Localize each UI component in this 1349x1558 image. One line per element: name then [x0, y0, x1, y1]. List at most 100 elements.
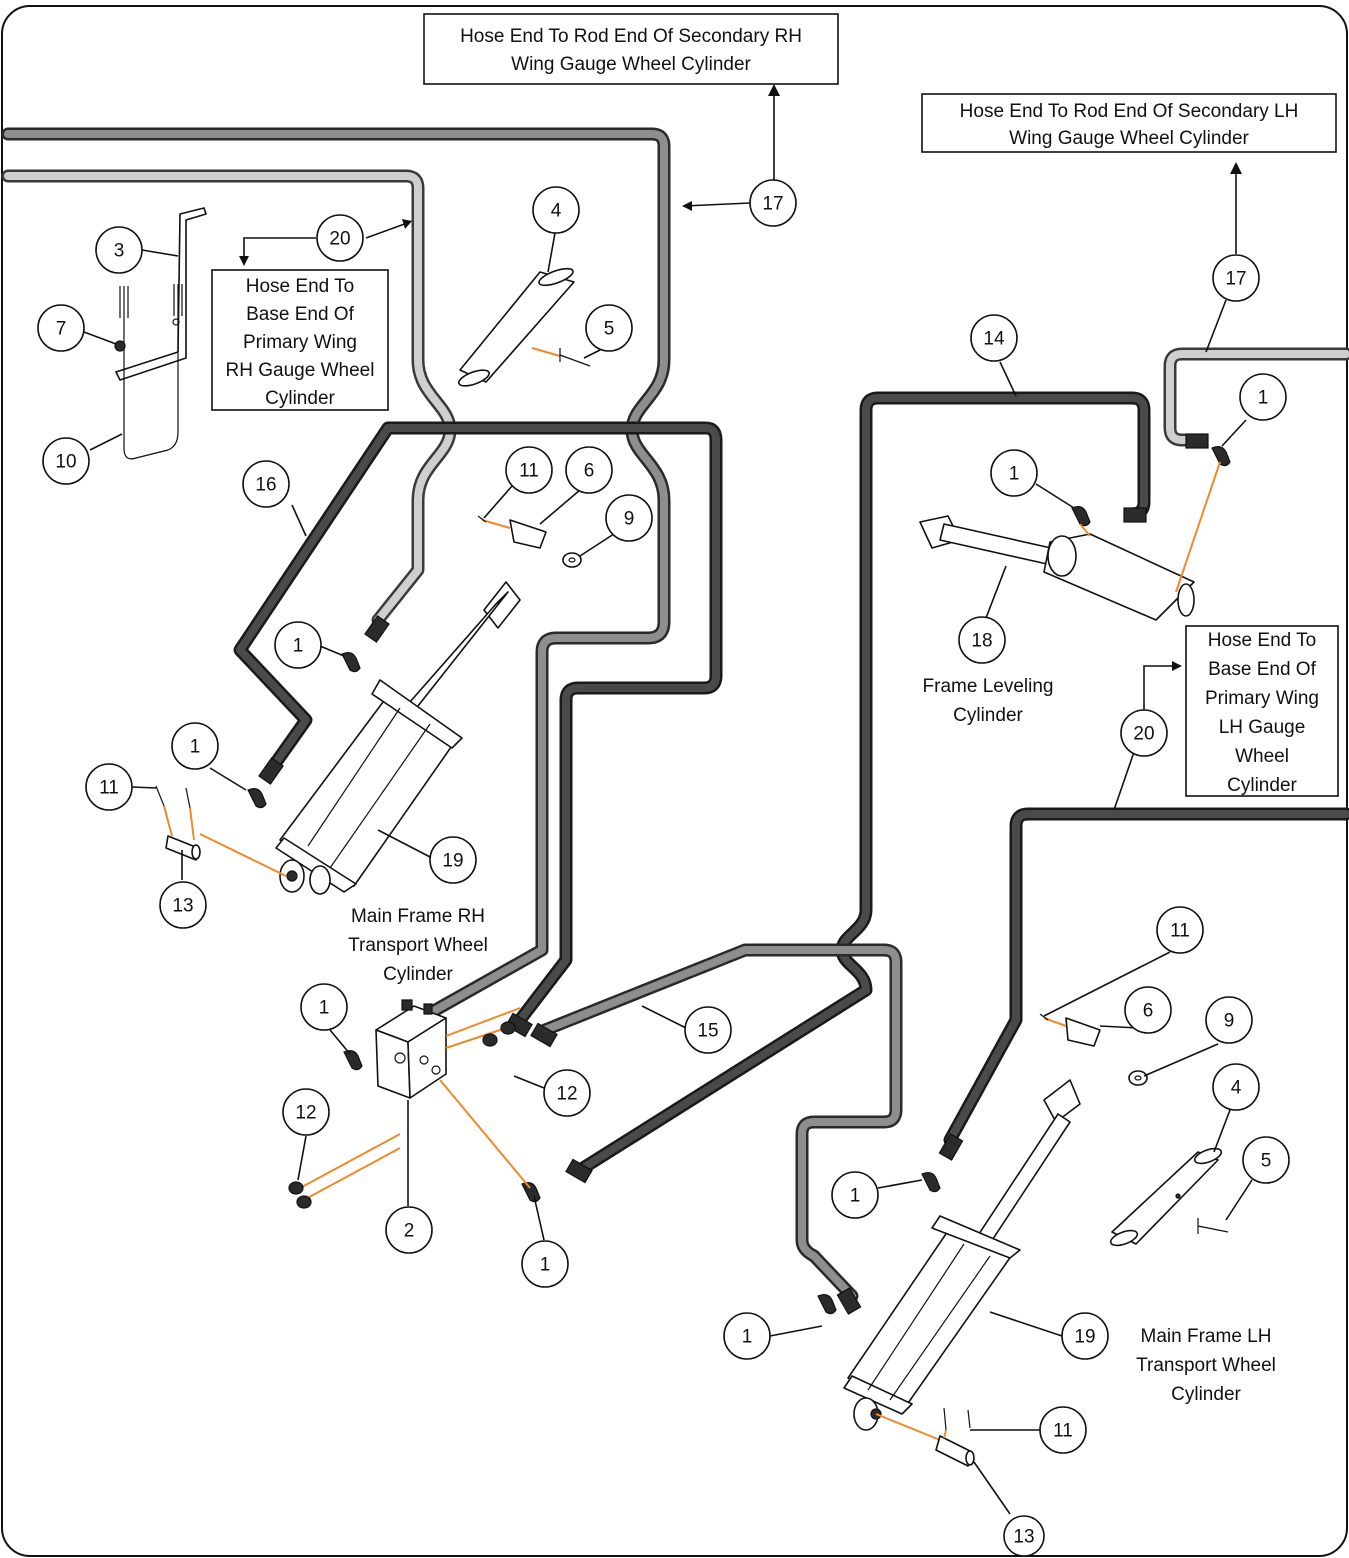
label-lh-transport: Main Frame LH Transport Wheel Cylinder	[1136, 1326, 1276, 1405]
note-lh-secondary-line1: Hose End To Rod End Of Secondary LH	[960, 101, 1299, 122]
hose-16	[233, 421, 723, 1027]
svg-text:15: 15	[697, 1021, 718, 1042]
note-rh-primary-line3: Primary Wing	[243, 332, 357, 353]
pin-part-13-lh	[935, 1407, 975, 1467]
callout-13: 13	[159, 881, 207, 929]
callout-17: 17	[749, 179, 797, 227]
callout-4: 4	[532, 186, 580, 234]
svg-text:4: 4	[1231, 1078, 1242, 1099]
callout-2: 2	[385, 1206, 433, 1254]
callout-16: 16	[242, 460, 290, 508]
callout-12: 12	[543, 1069, 591, 1117]
callout-1: 1	[300, 983, 348, 1031]
svg-text:11: 11	[99, 778, 119, 799]
callout-19: 19	[1061, 1312, 1109, 1360]
label-rh-transport-line3: Cylinder	[383, 964, 453, 985]
pin-part-5-lh	[1197, 1218, 1229, 1234]
callout-4: 4	[1212, 1063, 1260, 1111]
svg-text:12: 12	[295, 1103, 316, 1124]
svg-text:13: 13	[1013, 1527, 1034, 1548]
svg-text:13: 13	[172, 896, 193, 917]
note-lh-primary: Hose End To Base End Of Primary Wing LH …	[1185, 625, 1339, 797]
svg-text:1: 1	[850, 1186, 861, 1207]
callout-1: 1	[831, 1171, 879, 1219]
callout-12: 12	[282, 1088, 330, 1136]
note-lh-primary-line3: Primary Wing	[1205, 688, 1319, 709]
cylinder-part-19-lh	[843, 1079, 1081, 1441]
svg-text:20: 20	[329, 229, 350, 250]
label-frame-leveling-line2: Cylinder	[953, 705, 1023, 726]
note-lh-secondary: Hose End To Rod End Of Secondary LH Wing…	[921, 93, 1337, 153]
svg-text:1: 1	[1258, 388, 1269, 409]
svg-text:5: 5	[1261, 1151, 1272, 1172]
callout-20: 20	[1120, 709, 1168, 757]
svg-text:11: 11	[1053, 1421, 1073, 1442]
svg-text:9: 9	[1224, 1011, 1235, 1032]
svg-text:1: 1	[540, 1255, 551, 1276]
svg-text:1: 1	[190, 737, 201, 758]
hose-17-rh	[1, 127, 671, 1037]
callout-6: 6	[1124, 986, 1172, 1034]
callouts: 17 20 3 4 5 7 10 16 11 6 9 1 1 11 13 19 …	[37, 179, 1290, 1557]
svg-text:7: 7	[56, 319, 67, 340]
note-rh-secondary-line1: Hose End To Rod End Of Secondary RH	[460, 26, 802, 47]
callout-6: 6	[565, 446, 613, 494]
note-lh-primary-line2: Base End Of	[1208, 659, 1316, 680]
hose-15	[538, 943, 903, 1303]
callout-1: 1	[171, 722, 219, 770]
note-lh-primary-line4: LH Gauge	[1219, 717, 1306, 738]
elbow-fittings	[247, 446, 1231, 1315]
callout-18: 18	[958, 616, 1006, 664]
note-rh-primary-line2: Base End Of	[246, 304, 354, 325]
callout-11: 11	[1156, 906, 1204, 954]
cylinder-part-18	[919, 461, 1221, 621]
callout-11: 11	[85, 763, 133, 811]
hose-20-lh	[943, 807, 1349, 1147]
pin-tube-part-4-rh	[458, 267, 575, 387]
svg-text:11: 11	[1170, 921, 1190, 942]
svg-text:11: 11	[519, 461, 539, 482]
callout-9: 9	[605, 494, 653, 542]
callout-11: 11	[1039, 1406, 1087, 1454]
label-lh-transport-line2: Transport Wheel	[1136, 1355, 1276, 1376]
u-bolt-part-10	[119, 284, 183, 460]
pin-part-13-rh	[155, 785, 201, 861]
callout-10: 10	[42, 437, 90, 485]
clevis-part-6-lh	[1039, 1013, 1148, 1086]
note-lh-primary-line1: Hose End To	[1208, 630, 1316, 651]
label-frame-leveling: Frame Leveling Cylinder	[923, 676, 1054, 726]
label-rh-transport: Main Frame RH Transport Wheel Cylinder	[348, 906, 488, 985]
page-frame	[1, 5, 1348, 1557]
callout-17: 17	[1212, 254, 1260, 302]
note-rh-primary-line4: RH Gauge Wheel	[226, 360, 375, 381]
label-lh-transport-line3: Cylinder	[1171, 1384, 1241, 1405]
bracket-part-3	[115, 207, 207, 381]
callout-5: 5	[1242, 1136, 1290, 1184]
callout-1: 1	[723, 1312, 771, 1360]
note-lh-primary-line5: Wheel	[1235, 746, 1289, 767]
callout-13: 13	[1003, 1515, 1045, 1557]
callout-19: 19	[429, 836, 477, 884]
callout-11: 11	[505, 446, 553, 494]
callout-1: 1	[521, 1240, 569, 1288]
svg-text:20: 20	[1133, 724, 1154, 745]
svg-text:18: 18	[971, 631, 992, 652]
svg-text:10: 10	[55, 452, 76, 473]
note-rh-secondary-line2: Wing Gauge Wheel Cylinder	[511, 54, 751, 75]
callout-1: 1	[274, 621, 322, 669]
svg-text:17: 17	[762, 194, 783, 215]
callout-3: 3	[95, 226, 143, 274]
callout-20: 20	[316, 214, 364, 262]
svg-text:2: 2	[404, 1221, 415, 1242]
callout-15: 15	[684, 1006, 732, 1054]
svg-text:1: 1	[293, 636, 304, 657]
pin-tube-part-4-lh	[1109, 1147, 1223, 1247]
leader-lines	[83, 84, 1253, 1515]
hose-17-lh	[1163, 347, 1349, 447]
svg-text:16: 16	[255, 475, 276, 496]
svg-text:19: 19	[442, 851, 463, 872]
callout-14: 14	[970, 314, 1018, 362]
pin-part-5-rh	[531, 347, 591, 367]
callout-5: 5	[585, 304, 633, 352]
